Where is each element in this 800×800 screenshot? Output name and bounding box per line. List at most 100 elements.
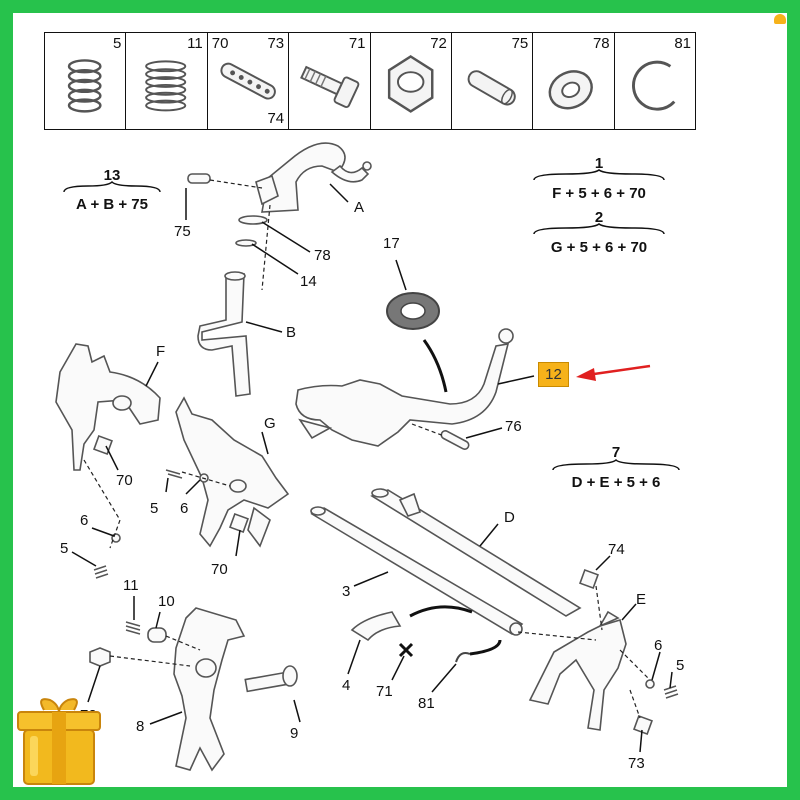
washer-icon: [548, 70, 594, 110]
callout-labels: A 75 78 14 B 17 76 F G 70 5 6 6 5 70 11 …: [60, 199, 684, 772]
label-6-b: 6: [80, 512, 88, 529]
label-17: 17: [383, 235, 400, 252]
label-f: F: [156, 343, 165, 360]
label-78: 78: [314, 247, 331, 264]
circlip-81-drawing: [455, 652, 471, 663]
part-b-drawing: [197, 271, 251, 397]
label-b: B: [286, 324, 296, 341]
pin-rod-icon: [220, 62, 276, 100]
pin-75-drawing: [187, 173, 211, 184]
label-e: E: [636, 591, 646, 608]
label-6-c: 6: [654, 637, 662, 654]
label-71: 71: [376, 683, 393, 700]
label-3: 3: [342, 583, 350, 600]
part-number: 74: [267, 110, 285, 127]
label-8: 8: [136, 718, 144, 735]
label-g: G: [264, 415, 276, 432]
part-number: 75: [511, 35, 529, 52]
nut-icon: [387, 55, 433, 113]
part-number: 11: [187, 35, 203, 52]
pin-icon: [467, 70, 516, 106]
part-g-drawing: [175, 396, 290, 548]
part-cell-11: 11: [126, 33, 208, 129]
spring-5-mid: [165, 469, 183, 479]
part-number: 78: [592, 35, 610, 52]
parts-table: 5 11 70 73 74: [44, 32, 696, 130]
spring-5-left: [93, 565, 109, 579]
formula-13: 13 A + B + 75: [63, 167, 161, 213]
svg-text:1: 1: [595, 155, 603, 172]
screw-71-marker: [398, 642, 414, 658]
label-d: D: [504, 509, 515, 526]
part-number: 71: [348, 35, 366, 52]
part-number: 5: [113, 35, 122, 52]
label-a: A: [354, 199, 364, 216]
svg-text:7: 7: [612, 444, 620, 461]
part-e-drawing: [528, 610, 627, 731]
svg-text:2: 2: [595, 209, 603, 226]
label-5-b: 5: [60, 540, 68, 557]
label-70-b: 70: [211, 561, 228, 578]
part-3-drawing: [310, 506, 524, 636]
part-cell-81: 81: [615, 33, 695, 129]
seal-17-drawing: [386, 292, 440, 330]
spring-5-right: [663, 685, 679, 699]
heart-icon: [774, 14, 786, 24]
label-70-a: 70: [116, 472, 133, 489]
pin-76-drawing: [440, 430, 470, 450]
formula-1: 1 F + 5 + 6 + 70: [533, 155, 665, 202]
part-a-drawing: [255, 142, 372, 213]
part-cell-78: 78: [533, 33, 615, 129]
circlip-icon: [631, 60, 675, 111]
spring-icon: [67, 59, 102, 113]
formula-7: 7 D + E + 5 + 6: [552, 444, 680, 491]
pin-74-marker: [579, 569, 599, 589]
nut-72-drawing: [89, 647, 111, 667]
part-cell-70-73-74: 70 73 74: [208, 33, 290, 129]
highlight-label-12: 12: [538, 362, 569, 387]
part-number: 72: [430, 35, 447, 52]
label-6-a: 6: [180, 500, 188, 517]
label-4: 4: [342, 677, 350, 694]
label-75: 75: [174, 223, 191, 240]
spring-icon: [145, 60, 187, 112]
svg-text:G + 5 + 6 + 70: G + 5 + 6 + 70: [551, 239, 647, 256]
red-arrow: [576, 364, 651, 381]
part-d-drawing: [370, 488, 582, 617]
part-cell-75: 75: [452, 33, 534, 129]
part-9-drawing: [244, 665, 298, 693]
label-73: 73: [628, 755, 645, 772]
formula-2: 2 G + 5 + 6 + 70: [533, 209, 665, 256]
part-cell-5: 5: [45, 33, 127, 129]
washer-78-drawing: [238, 215, 268, 225]
label-74: 74: [608, 541, 625, 558]
label-14: 14: [300, 273, 317, 290]
pin-73-marker: [633, 715, 653, 735]
label-9: 9: [290, 725, 298, 742]
svg-text:A + B + 75: A + B + 75: [76, 196, 148, 213]
spring-11-drawing: [125, 621, 141, 635]
svg-text:13: 13: [104, 167, 121, 184]
part-12-drawing: [295, 328, 514, 447]
label-5-c: 5: [676, 657, 684, 674]
ball-6-right: [645, 679, 655, 689]
part-number: 81: [674, 35, 691, 52]
part-number: 70: [211, 35, 229, 52]
label-10: 10: [158, 593, 175, 610]
label-5-a: 5: [150, 500, 158, 517]
label-11: 11: [123, 577, 139, 594]
svg-text:F + 5 + 6 + 70: F + 5 + 6 + 70: [552, 185, 646, 202]
svg-text:D + E + 5 + 6: D + E + 5 + 6: [572, 474, 661, 491]
part-4-drawing: [350, 611, 402, 642]
part-f-drawing: [55, 343, 161, 471]
part-cell-71: 71: [289, 33, 371, 129]
leader-lines: [71, 183, 673, 753]
label-81: 81: [418, 695, 435, 712]
bolt-icon: [300, 65, 360, 108]
part-10-drawing: [147, 627, 167, 643]
gift-box-icon: [17, 698, 101, 785]
pin-70-marker-b: [229, 513, 249, 533]
washer-14-drawing: [235, 239, 257, 247]
